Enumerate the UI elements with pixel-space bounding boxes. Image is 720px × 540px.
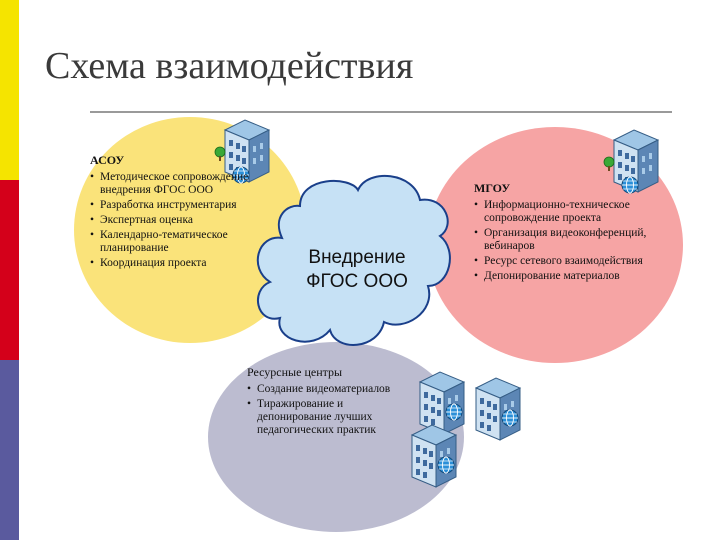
resources-list: Создание видеоматериалов Тиражирование и… [247,383,415,437]
list-item: Экспертная оценка [90,214,262,227]
asou-list: Методическое сопровождение внедрения ФГО… [90,171,262,270]
list-item: Разработка инструментария [90,199,262,212]
center-line-1: Внедрение [308,247,406,268]
stripe-yellow [0,0,19,180]
resources-block: Ресурсные центры Создание видеоматериало… [247,366,415,439]
asou-title: АСОУ [90,153,125,167]
center-cloud [256,174,451,346]
slide-title: Схема взаимодействия [45,45,414,87]
mgou-list: Информационно-техническое сопровождение … [474,199,654,283]
asou-block: АСОУ Методическое сопровождение внедрени… [90,154,262,272]
list-item: Депонирование материалов [474,270,654,283]
mgou-block: МГОУ Информационно-техническое сопровожд… [474,182,654,285]
list-item: Организация видеоконференций, вебинаров [474,227,654,253]
mgou-title: МГОУ [474,181,511,195]
title-divider [90,111,672,113]
resources-title: Ресурсные центры [247,365,343,379]
server-building-icon [411,424,457,488]
center-line-2: ФГОС ООО [306,271,408,292]
list-item: Ресурс сетевого взаимодействия [474,255,654,268]
list-item: Информационно-техническое сопровождение … [474,199,654,225]
server-building-icon [419,371,465,435]
list-item: Методическое сопровождение внедрения ФГО… [90,171,262,197]
list-item: Создание видеоматериалов [247,383,415,396]
stripe-red [0,180,19,360]
stripe-blue [0,360,19,540]
list-item: Тиражирование и депонирование лучших пед… [247,398,415,437]
server-building-icon [475,377,521,441]
center-label: Внедрение ФГОС ООО [287,246,427,294]
list-item: Координация проекта [90,257,262,270]
list-item: Календарно-тематическое планирование [90,229,262,255]
